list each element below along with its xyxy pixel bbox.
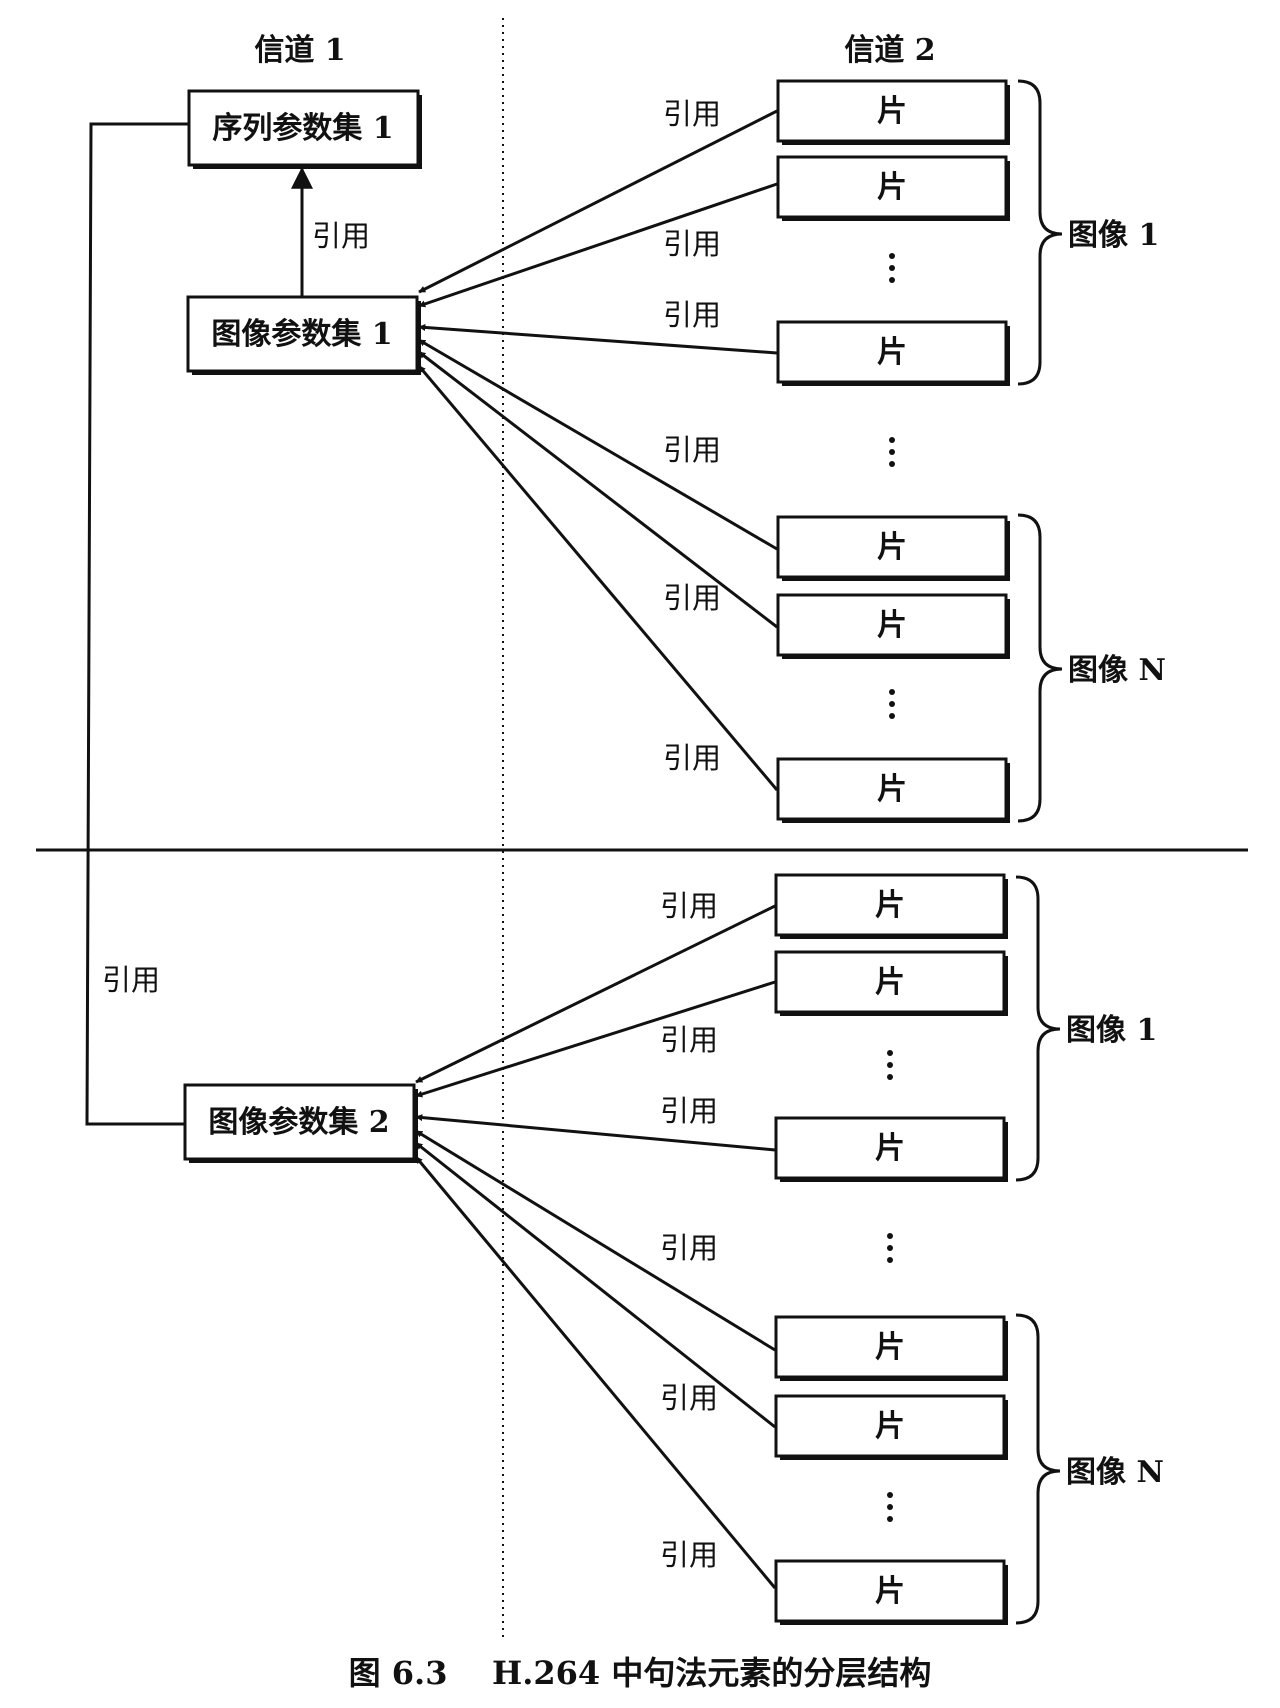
slice-box: 片: [774, 950, 1008, 1016]
ref-label: 引用: [663, 298, 721, 332]
pps2-to-sps1-ref-label: 引用: [102, 963, 160, 997]
ref-arrow: [418, 323, 778, 355]
pps1-to-sps1-ref-label: 引用: [312, 219, 370, 253]
slice-label: 片: [877, 608, 907, 643]
ref-arrow: [414, 1156, 777, 1589]
pps2-to-sps1-line: [85, 122, 189, 1126]
ref-arrow: [418, 182, 778, 308]
top-ref-labels: 引用 引用 引用 引用 引用 引用: [663, 97, 721, 775]
ref-label: 引用: [663, 741, 721, 775]
ref-arrow: [415, 1141, 776, 1429]
ellipsis-icon: [887, 1050, 893, 1080]
top-slice-arrows: [417, 109, 779, 791]
group-label-picture-n-bottom: 图像 N: [1066, 1455, 1164, 1490]
ref-arrow: [415, 904, 776, 1084]
ref-arrow: [418, 109, 778, 294]
slice-box: 片: [776, 515, 1010, 581]
ref-label: 引用: [660, 1538, 718, 1572]
group-label-picture-1-top: 图像 1: [1068, 218, 1159, 253]
ellipsis-icon: [889, 437, 895, 467]
bottom-slice-arrows: [414, 904, 777, 1589]
slice-label: 片: [875, 1409, 905, 1444]
slice-box: 片: [776, 757, 1010, 823]
ref-label: 引用: [663, 433, 721, 467]
pps-1-box: 图像参数集 1: [186, 295, 421, 375]
ref-label: 引用: [663, 227, 721, 261]
ref-label: 引用: [660, 1094, 718, 1128]
top-slices: 片 片 片 片 片 片: [776, 79, 1010, 823]
top-ellipsis-marks: [889, 253, 895, 719]
sps-1-label: 序列参数集 1: [212, 111, 393, 146]
pps-2-label: 图像参数集 2: [208, 1105, 389, 1140]
brace-icon: [1017, 513, 1063, 823]
slice-label: 片: [877, 94, 907, 129]
ref-arrow: [415, 980, 776, 1098]
slice-box: 片: [774, 1315, 1008, 1381]
channel-2-header: 信道 2: [844, 33, 935, 68]
ref-label: 引用: [660, 1381, 718, 1415]
ref-arrow: [415, 1129, 776, 1352]
slice-box: 片: [774, 1116, 1008, 1182]
slice-label: 片: [877, 530, 907, 565]
slice-label: 片: [875, 1330, 905, 1365]
bottom-slices: 片 片 片 片 片 片: [774, 873, 1008, 1625]
slice-box: 片: [776, 593, 1010, 659]
slice-label: 片: [877, 772, 907, 807]
ellipsis-icon: [889, 689, 895, 719]
channel-1-header: 信道 1: [254, 33, 345, 68]
slice-box: 片: [774, 1394, 1008, 1460]
ref-label: 引用: [660, 889, 718, 923]
slice-label: 片: [875, 888, 905, 923]
ref-arrow: [418, 350, 778, 629]
ref-arrow: [417, 365, 779, 791]
group-label-picture-n-top: 图像 N: [1068, 653, 1166, 688]
pps-2-box: 图像参数集 2: [183, 1083, 418, 1163]
brace-icon: [1017, 79, 1063, 386]
ref-label: 引用: [663, 97, 721, 131]
ellipsis-icon: [887, 1492, 893, 1522]
slice-box: 片: [776, 320, 1010, 386]
bottom-ref-labels: 引用 引用 引用 引用 引用 引用: [660, 889, 718, 1572]
figure-caption: 图 6.3 H.264 中句法元素的分层结构: [349, 1654, 932, 1692]
ref-label: 引用: [660, 1231, 718, 1265]
ellipsis-icon: [887, 1233, 893, 1263]
brace-icon: [1015, 1313, 1061, 1625]
pps-1-label: 图像参数集 1: [211, 317, 392, 352]
slice-label: 片: [875, 1131, 905, 1166]
ref-label: 引用: [660, 1023, 718, 1057]
slice-label: 片: [875, 1574, 905, 1609]
slice-label: 片: [877, 335, 907, 370]
slice-box: 片: [774, 873, 1008, 939]
sps-1-box: 序列参数集 1: [187, 89, 422, 169]
slice-box: 片: [776, 155, 1010, 221]
group-label-picture-1-bottom: 图像 1: [1066, 1013, 1157, 1048]
slice-label: 片: [877, 170, 907, 205]
slice-box: 片: [776, 79, 1010, 145]
ellipsis-icon: [889, 253, 895, 283]
ref-arrow: [415, 1114, 776, 1152]
slice-label: 片: [875, 965, 905, 1000]
bottom-ellipsis-marks: [887, 1050, 893, 1522]
slice-box: 片: [774, 1559, 1008, 1625]
ref-arrow: [418, 338, 778, 551]
ref-label: 引用: [663, 581, 721, 615]
brace-icon: [1015, 875, 1061, 1182]
